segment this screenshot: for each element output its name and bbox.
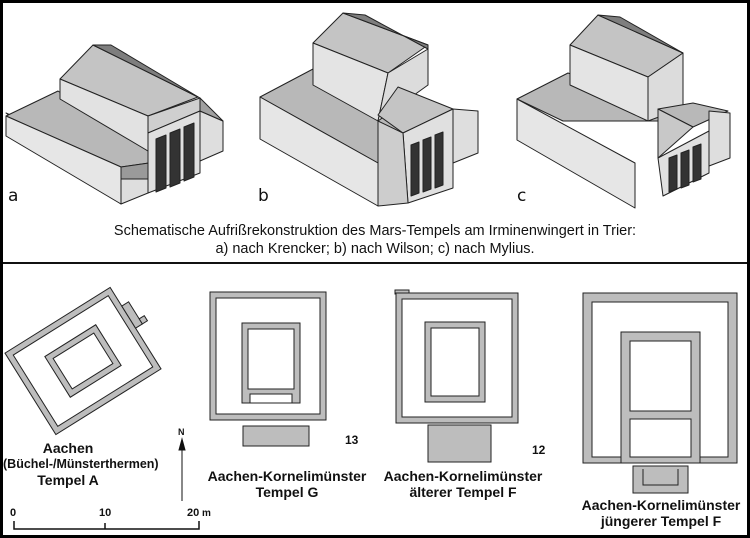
north-label: N	[178, 427, 185, 437]
plan-title: Aachen	[42, 440, 94, 456]
reconstruction-b	[259, 12, 479, 207]
plan-aelterer-tempel-f	[394, 289, 519, 463]
plan-subtitle: (Büchel-/Münsterthermen)	[3, 457, 159, 471]
plan-name: Tempel A	[37, 472, 99, 488]
section-divider	[3, 262, 747, 264]
scale-bar	[13, 521, 200, 530]
plan-title: Aachen-Kornelimünster	[383, 468, 543, 484]
caption-line-2: a) nach Krencker; b) nach Wilson; c) nac…	[215, 241, 535, 257]
plan-name: jüngerer Tempel F	[600, 513, 722, 529]
plan-number-13: 13	[345, 433, 359, 447]
plan-label-tempel-a: Aachen (Büchel-/Münsterthermen) Tempel A	[3, 440, 159, 488]
plan-label-juengerer-tempel-f: Aachen-Kornelimünster jüngerer Tempel F	[571, 497, 750, 529]
reconstruction-label-c: c	[517, 186, 527, 206]
plan-name: älterer Tempel F	[409, 484, 517, 500]
scale-tick-20: 20	[187, 507, 200, 519]
caption-line-1: Schematische Aufrißrekonstruktion des Ma…	[113, 223, 637, 239]
reconstruction-c	[516, 14, 731, 209]
plan-label-tempel-g: Aachen-Kornelimünster Tempel G	[199, 468, 375, 500]
plan-number-12: 12	[532, 443, 546, 457]
plan-title: Aachen-Kornelimünster	[581, 497, 741, 513]
scale-unit: m	[202, 508, 211, 519]
scale-tick-10: 10	[99, 507, 112, 519]
scale-tick-0: 0	[10, 507, 17, 519]
figure-drawing	[4, 12, 738, 530]
north-arrow-icon	[178, 437, 186, 501]
reconstruction-a	[5, 44, 224, 205]
plan-title: Aachen-Kornelimünster	[207, 468, 367, 484]
plan-name: Tempel G	[255, 484, 319, 500]
plan-label-aelterer-tempel-f: Aachen-Kornelimünster älterer Tempel F	[373, 468, 553, 500]
plan-tempel-a	[4, 286, 162, 436]
plan-tempel-g	[209, 291, 327, 447]
plan-juengerer-tempel-f	[582, 292, 738, 494]
reconstruction-label-a: a	[8, 186, 19, 206]
reconstruction-label-b: b	[258, 186, 269, 206]
figure-frame: a b c Schematische Aufrißrekonstruktion …	[3, 3, 747, 535]
